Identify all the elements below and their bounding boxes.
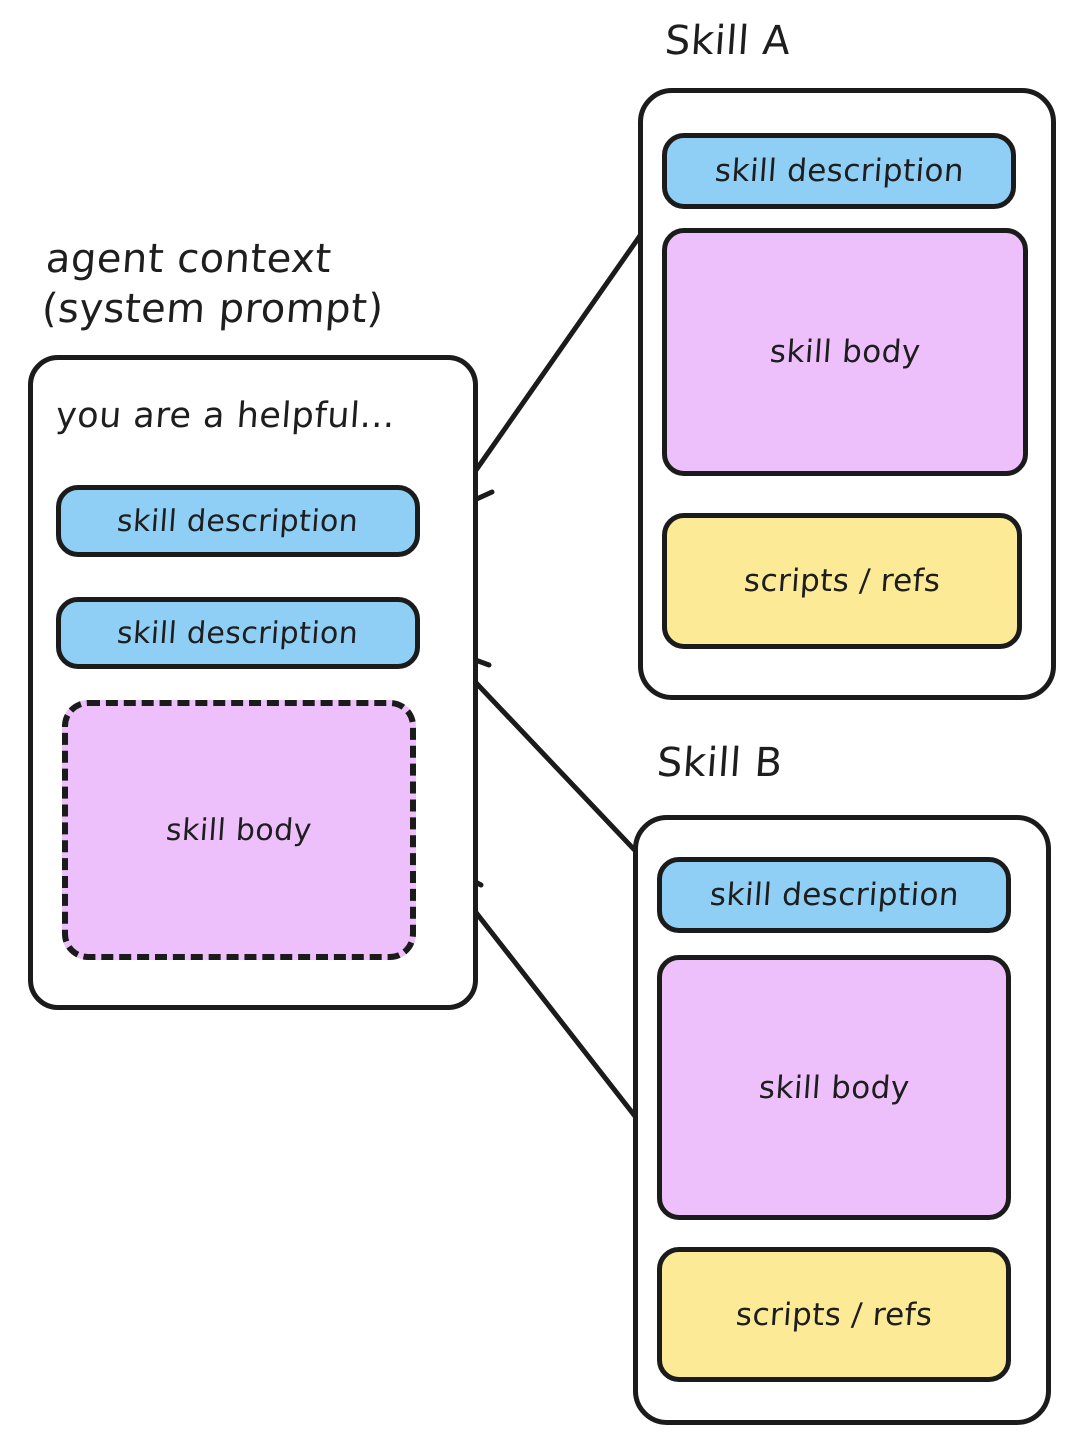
agent-context-heading-line-2: (system prompt)	[40, 286, 386, 332]
skill-a-description-block[interactable]: skill description	[662, 133, 1016, 209]
skill-b-description-label: skill description	[708, 877, 960, 913]
agent-context-prompt-text: you are a helpful...	[54, 396, 397, 436]
skill-b-body-label: skill body	[757, 1069, 911, 1106]
context-body-block[interactable]: skill body	[62, 700, 416, 960]
skill-a-scripts-label: scripts / refs	[742, 563, 942, 599]
context-body-label: skill body	[164, 812, 314, 848]
arrow-skill-a-description-to-context	[443, 197, 668, 516]
skill-b-scripts-block[interactable]: scripts / refs	[657, 1247, 1011, 1382]
agent-context-heading-line-1: agent context	[44, 236, 334, 282]
skill-a-description-label: skill description	[713, 153, 965, 189]
skill-b-title: Skill B	[655, 740, 785, 786]
skill-b-description-block[interactable]: skill description	[657, 857, 1011, 933]
context-description-label-2: skill description	[116, 615, 360, 651]
context-description-block-1[interactable]: skill description	[56, 485, 420, 557]
context-description-label-1: skill description	[116, 503, 360, 539]
skill-a-body-label: skill body	[768, 334, 922, 370]
skill-b-body-block[interactable]: skill body	[657, 955, 1011, 1220]
skill-a-scripts-block[interactable]: scripts / refs	[662, 513, 1022, 649]
skill-a-body-block[interactable]: skill body	[662, 228, 1028, 476]
context-description-block-2[interactable]: skill description	[56, 597, 420, 669]
skill-b-scripts-label: scripts / refs	[734, 1296, 934, 1333]
skill-a-title: Skill A	[663, 18, 793, 64]
